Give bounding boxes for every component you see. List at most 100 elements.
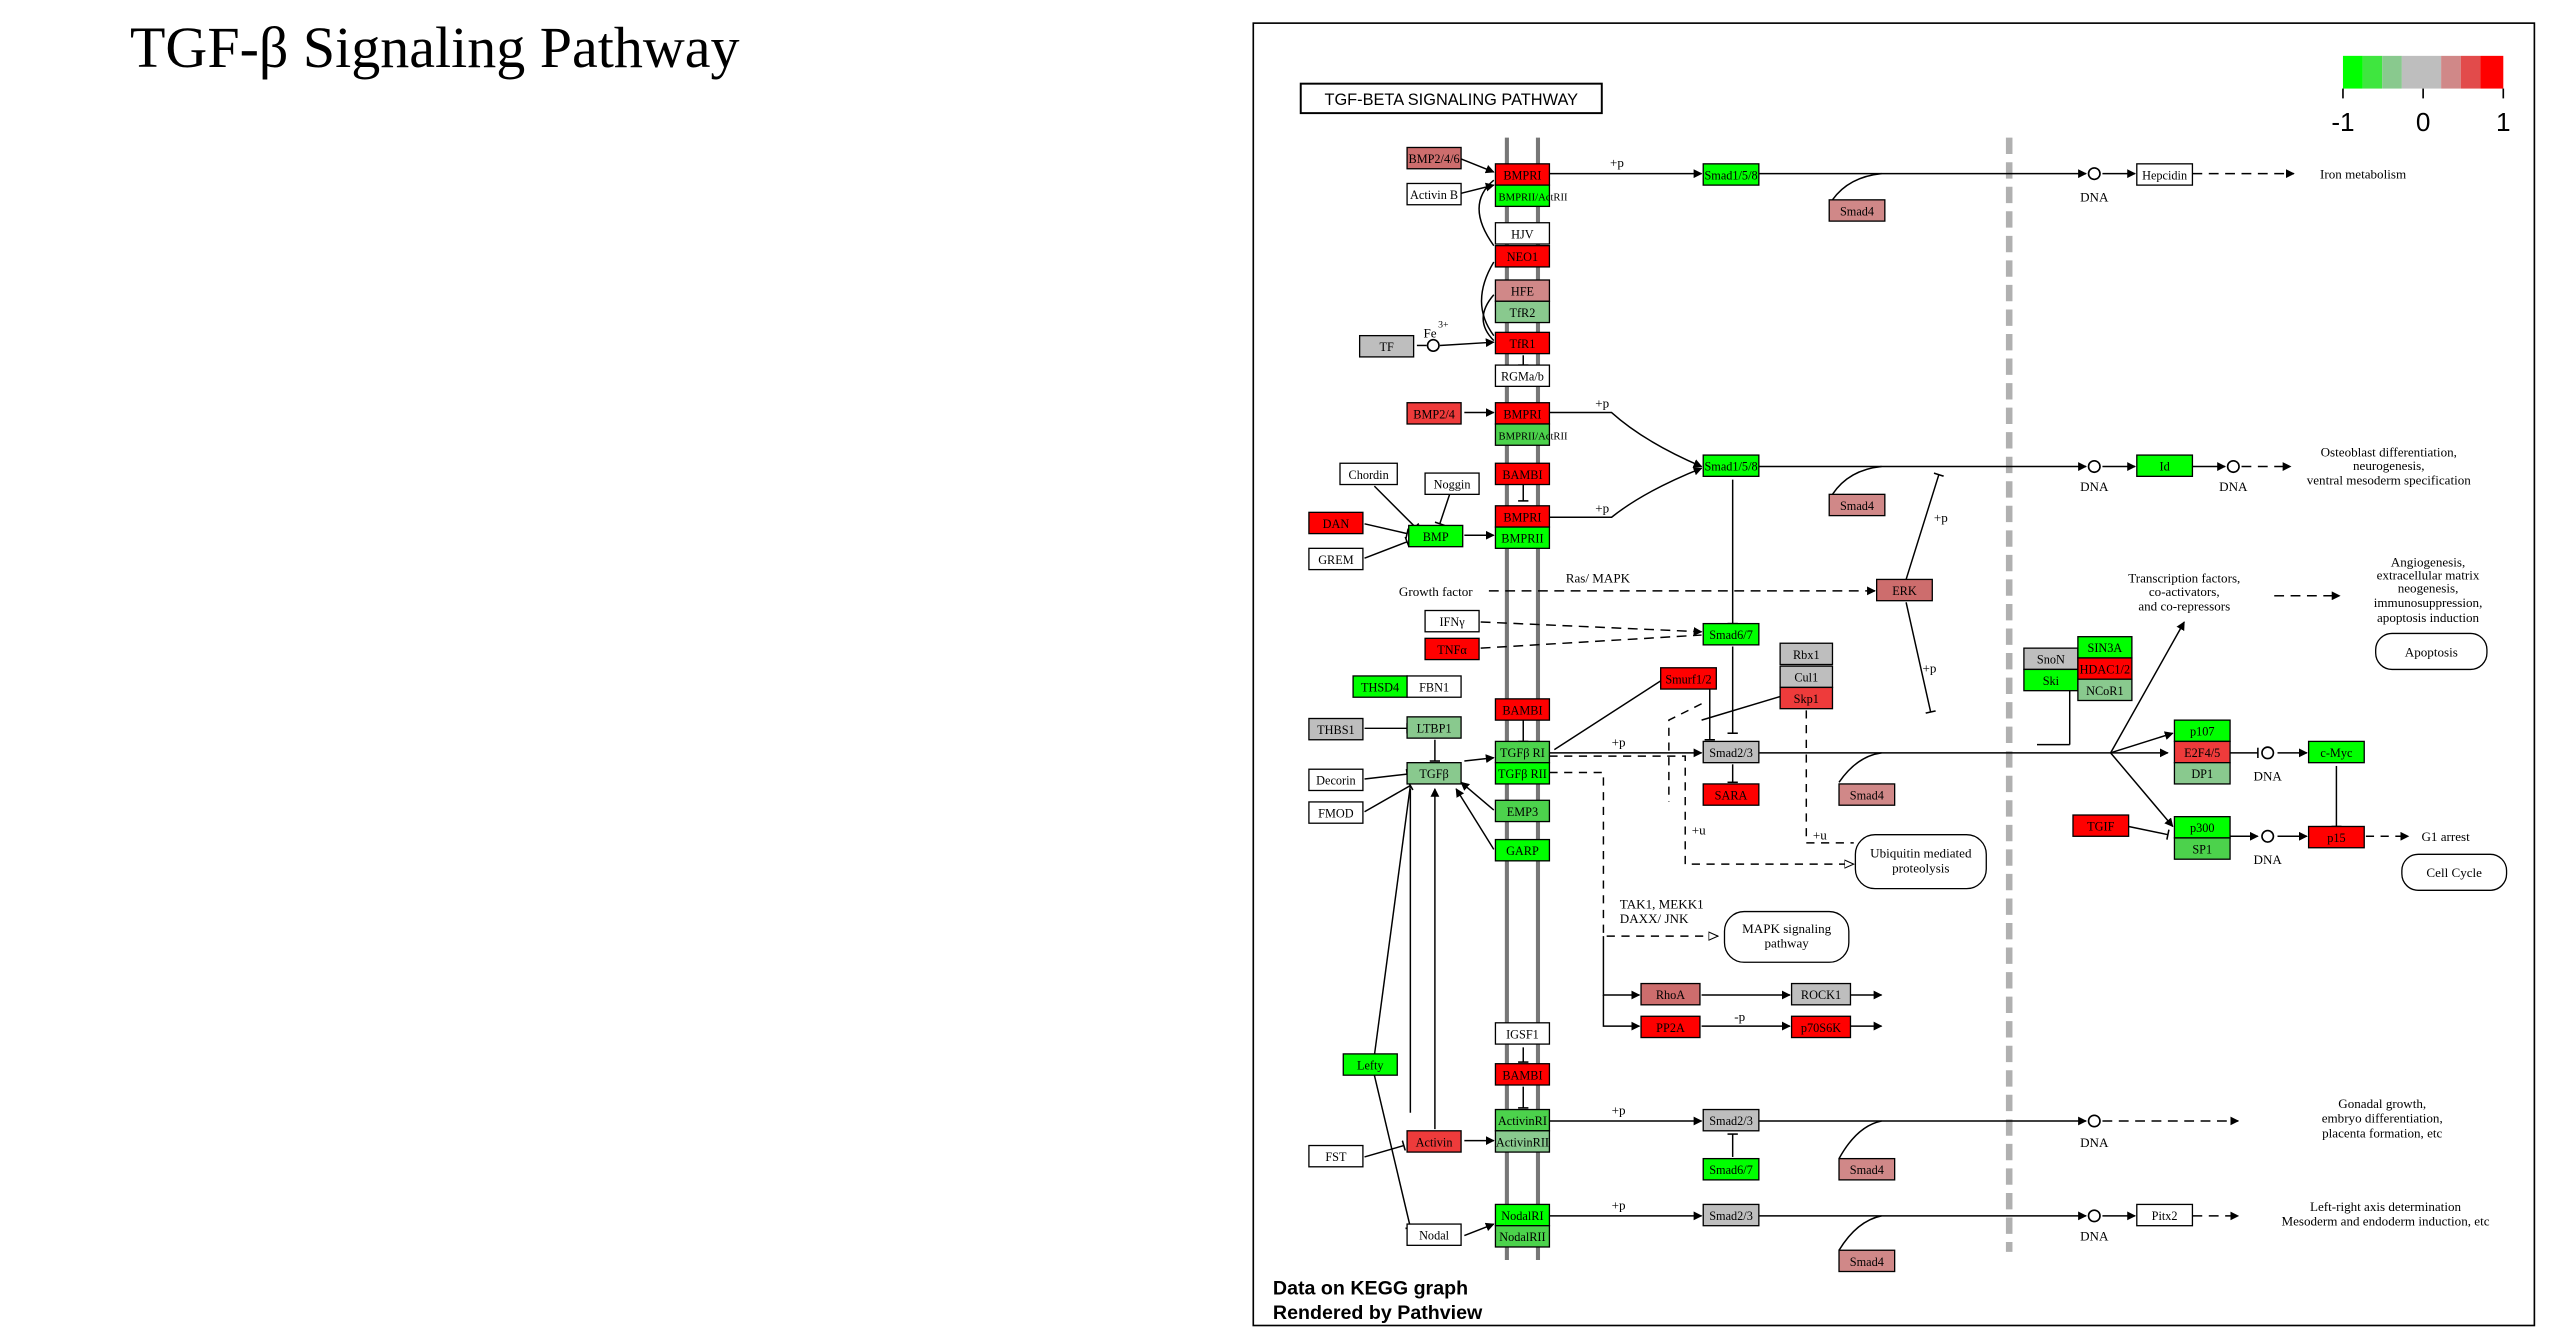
gene-label: TNFα [1437, 643, 1467, 657]
gene-label: SP1 [2192, 842, 2212, 856]
color-legend: -1 0 1 [2331, 55, 2511, 137]
gene-node-bmpr2-b [1494, 423, 1551, 446]
gene-label: HDAC1/2 [2080, 662, 2130, 676]
gene-node-dp1 [2173, 762, 2231, 785]
growth-factor-label: Growth factor [1399, 584, 1473, 599]
angio-label-5: apoptosis induction [2377, 610, 2480, 625]
edge [1482, 294, 1495, 342]
ubiquitin-label-2: proteolysis [1892, 860, 1949, 875]
gene-node-rhoa [1640, 982, 1701, 1006]
pathway-title-box [1299, 82, 1603, 115]
edge [1434, 494, 1451, 527]
plus-p-label: +p [1595, 396, 1609, 411]
tak-label-2: DAXX/ JNK [1620, 911, 1689, 926]
gene-label: LTBP1 [1417, 721, 1452, 735]
gene-node-smad4-1 [1828, 199, 1886, 222]
edge [1838, 1215, 1882, 1251]
gene-label: BAMBI [1502, 468, 1542, 482]
gene-node-bmp [1408, 524, 1464, 548]
gene-label: Noggin [1434, 478, 1471, 492]
pathway-boxes [1723, 632, 2508, 963]
gene-node-bambi-2 [1494, 698, 1551, 721]
tf-label-1: Transcription factors, [2128, 571, 2240, 586]
gene-node-smad23-a [1702, 740, 1760, 764]
plus-p-label: +p [1612, 734, 1626, 749]
gene-label: ROCK1 [1801, 988, 1841, 1002]
gene-label: Smurf1/2 [1665, 672, 1711, 686]
angio-label-3: neogenesis, [2398, 581, 2459, 596]
gene-node-tfr1 [1494, 331, 1551, 355]
legend-bar-4 [2421, 55, 2442, 89]
g1-arrest-label: G1 arrest [2421, 829, 2470, 844]
gene-label: TGFβ RI [1500, 746, 1545, 760]
gene-node-activinr2 [1494, 1130, 1551, 1153]
iron-metabolism-label: Iron metabolism [2320, 167, 2406, 182]
angio-label-4: immunosuppression, [2374, 595, 2483, 610]
gene-node-rgm [1494, 364, 1551, 388]
gene-node-activin [1406, 1130, 1462, 1153]
gene-label: Chordin [1349, 468, 1389, 482]
gene-label: BMP2/4/6 [1409, 152, 1460, 166]
ras-mapk-label: Ras/ MAPK [1566, 571, 1631, 586]
gene-node-smad4-5 [1838, 1249, 1896, 1273]
minus-p-label: -p [1734, 1009, 1745, 1024]
ubiquitin-box [1854, 834, 1987, 890]
gene-node-activin-b [1406, 182, 1462, 206]
legend-bar-5 [2441, 55, 2461, 89]
edge [1439, 338, 1495, 348]
edge [1805, 710, 1854, 844]
gene-label: NodalRI [1501, 1209, 1543, 1223]
edge [1838, 752, 1882, 783]
plus-p-label: +p [1595, 500, 1609, 515]
gene-label: Activin B [1410, 188, 1458, 202]
dna-circle [2087, 1209, 2101, 1223]
gene-label: BMP2/4 [1413, 407, 1455, 421]
gene-label: Smad4 [1840, 204, 1874, 218]
gene-label: TF [1379, 340, 1393, 354]
gene-node-smad158-mid [1702, 454, 1760, 477]
gene-node-smurf12 [1660, 667, 1717, 690]
cell-cycle-label: Cell Cycle [2426, 865, 2482, 880]
slide-title: TGF-β Signaling Pathway [130, 15, 740, 80]
leftright-label-2: Mesoderm and endoderm induction, etc [2281, 1214, 2489, 1229]
gene-node-bmp24 [1406, 402, 1462, 425]
edge [1831, 465, 1882, 495]
gene-node-lefty [1342, 1053, 1398, 1076]
dna-circle [2261, 746, 2275, 760]
gene-node-fbn1 [1406, 675, 1462, 698]
gene-label: Hepcidin [2142, 168, 2187, 182]
gene-label: HFE [1511, 285, 1534, 299]
gene-label: BMPRI [1503, 407, 1541, 421]
gene-node-garp [1494, 838, 1551, 862]
gene-label: BAMBI [1502, 1068, 1542, 1082]
gene-label: DP1 [2191, 767, 2213, 781]
gene-node-tgif [2072, 814, 2130, 837]
edge [1480, 621, 1703, 636]
dna-sites [1426, 167, 2275, 1223]
pathway-title: TGF-BETA SIGNALING PATHWAY [1324, 91, 1578, 109]
fe-label: Fe [1423, 325, 1436, 340]
gene-node-smad23-b [1702, 1108, 1760, 1132]
mapk-box [1723, 910, 1850, 963]
dna-circle [2226, 459, 2240, 474]
legend-bar-2 [2382, 55, 2402, 89]
edge [1553, 680, 1662, 751]
gene-node-sp1 [2173, 837, 2231, 860]
legend-bar-0 [2342, 55, 2363, 89]
gene-label: BMPRII/ActRII [1499, 432, 1569, 443]
angio-label-1: Angiogenesis, [2391, 554, 2465, 569]
edge [1364, 780, 1414, 813]
gene-node-ltbp1 [1406, 716, 1462, 739]
gene-label: NCoR1 [2086, 684, 2124, 698]
edge [2110, 731, 2174, 754]
gene-label: Smad4 [1850, 788, 1884, 802]
gene-label: Lefty [1357, 1058, 1384, 1072]
edge [1480, 261, 1495, 337]
edge [1838, 1120, 1882, 1159]
gene-node-smad67-b [1702, 1157, 1760, 1181]
gene-label: FBN1 [1419, 680, 1449, 694]
gene-label: p107 [2190, 725, 2215, 739]
gene-label: Smad4 [1840, 499, 1874, 513]
gene-label: E2F4/5 [2184, 746, 2220, 760]
gene-label: Smad1/5/8 [1704, 168, 1757, 182]
